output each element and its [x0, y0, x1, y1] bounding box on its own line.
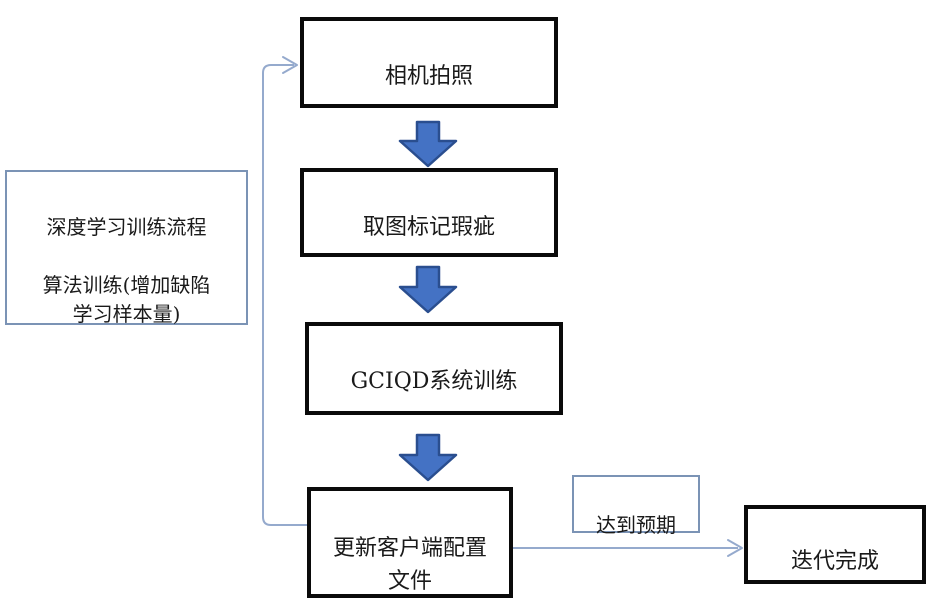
- note-box-training-process: 深度学习训练流程 算法训练(增加缺陷 学习样本量): [5, 170, 248, 326]
- step-mark-defects-box: 取图标记瑕疵: [300, 168, 558, 257]
- step-label: 迭代完成: [790, 549, 879, 574]
- down-block-arrow-icon: [398, 433, 458, 482]
- note-box-text: 深度学习训练流程 算法训练(增加缺陷 学习样本量): [42, 215, 211, 326]
- step-label: 取图标记瑕疵: [362, 215, 495, 240]
- step-label: GCIQD系统训练: [350, 369, 518, 394]
- down-block-arrow-icon: [398, 120, 458, 168]
- branch-condition-label: 达到预期: [596, 513, 676, 537]
- step-camera-photo-box: 相机拍照: [300, 17, 558, 108]
- branch-condition-label-box: 达到预期: [572, 475, 700, 537]
- step-gciqd-training-box: GCIQD系统训练: [305, 322, 563, 415]
- step-update-client-config-box: 更新客户端配置 文件: [307, 487, 513, 598]
- step-iteration-complete-box: 迭代完成: [744, 505, 926, 584]
- feedback-connector-arrowhead-icon: [282, 56, 298, 74]
- step-label: 相机拍照: [384, 64, 473, 89]
- down-block-arrow-icon: [398, 265, 458, 314]
- step-label: 更新客户端配置 文件: [332, 536, 487, 594]
- branch-connector-arrowhead-icon: [727, 539, 743, 557]
- feedback-connector-line: [262, 64, 307, 526]
